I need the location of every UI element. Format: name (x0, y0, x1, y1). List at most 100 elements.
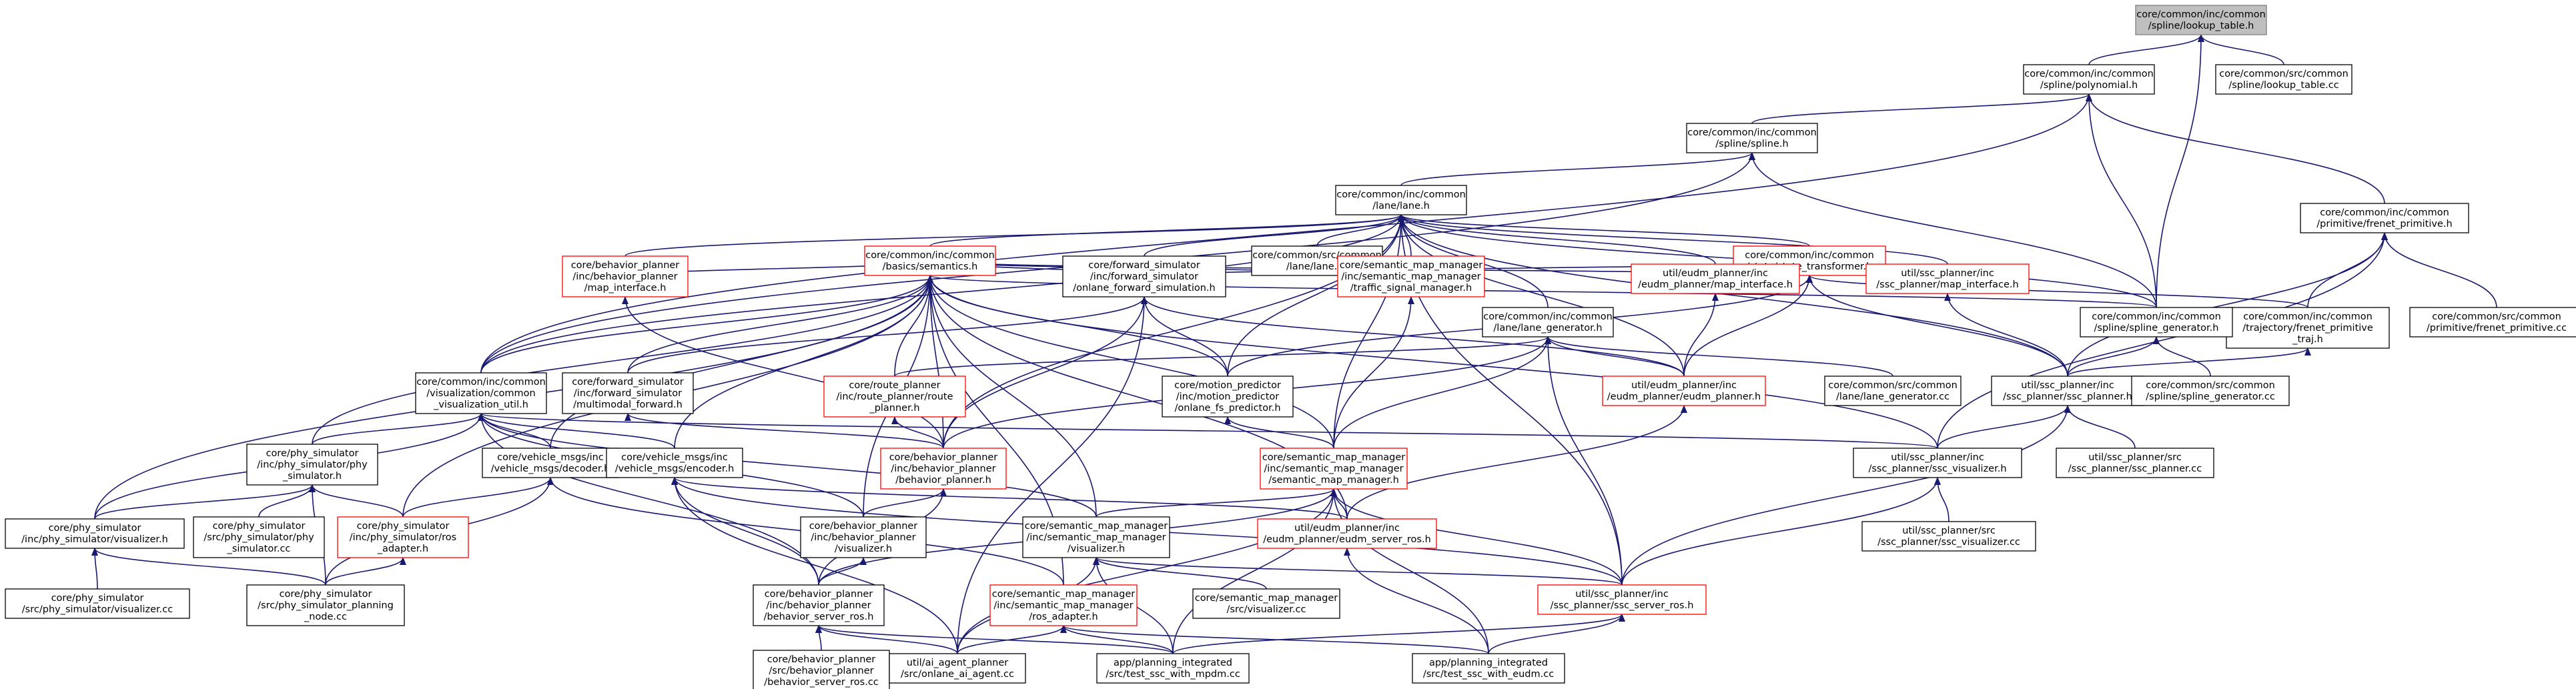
graph-edge (1398, 214, 1716, 265)
graph-node-vis-util-h[interactable]: core/common/inc/common/visualization/com… (415, 372, 547, 414)
graph-edge (94, 484, 316, 520)
node-label-line: core/semantic_map_manager (1025, 521, 1168, 532)
graph-node-smm-ros-adapter-h[interactable]: core/semantic_map_manager/inc/semantic_m… (989, 584, 1138, 626)
node-label-line: /spline/polynomial.h (2040, 80, 2138, 91)
graph-node-smm-vis-cc[interactable]: core/semantic_map_manager/src/visualizer… (1192, 588, 1340, 619)
edge-arrow (2153, 336, 2211, 377)
node-label-line: _traj.h (2292, 334, 2323, 345)
node-label-line: core/semantic_map_manager (1340, 260, 1483, 271)
graph-node-spline-h[interactable]: core/common/inc/common/spline/spline.h (1686, 123, 1818, 153)
node-label-line: /semantic_map_manager.h (1268, 475, 1399, 486)
graph-edge (1330, 488, 1623, 586)
node-label-line: /eudm_planner/eudm_server_ros.h (1263, 534, 1431, 545)
node-label-line: /src/test_ssc_with_mpdm.cc (1106, 669, 1240, 680)
edge-arrow (1683, 293, 1719, 377)
graph-node-smm-vis-h[interactable]: core/semantic_map_manager/inc/semantic_m… (1022, 516, 1170, 558)
graph-edge (1937, 405, 2071, 449)
graph-node-bp-map-iface-h[interactable]: core/behavior_planner/inc/behavior_plann… (562, 255, 689, 297)
graph-node-phy-ros-adapter-h[interactable]: core/phy_simulator/inc/phy_simulator/ros… (337, 516, 469, 558)
graph-node-lane-h[interactable]: core/common/inc/common/lane/lane.h (1335, 185, 1467, 215)
edge-arrow (480, 214, 1404, 374)
graph-edge (1398, 214, 1685, 377)
graph-node-traj-frenet-h[interactable]: core/common/inc/common/trajectory/frenet… (2226, 307, 2390, 349)
graph-node-route-planner-h[interactable]: core/route_planner/inc/route_planner/rou… (823, 376, 966, 418)
edge-arrow (1172, 488, 1337, 654)
graph-node-phy-planning-cc[interactable]: core/phy_simulator/src/phy_simulator_pla… (246, 584, 405, 626)
node-label-line: core/common/src/common (2432, 311, 2561, 322)
node-box (1260, 448, 1408, 490)
graph-node-frenet-prim-h[interactable]: core/common/inc/common/primitive/frenet_… (2300, 203, 2469, 233)
edge-arrow (1398, 214, 1810, 247)
graph-node-eudm-map-iface-h[interactable]: util/eudm_planner/inc/eudm_planner/map_i… (1631, 263, 1800, 294)
graph-node-ssc-map-iface-h[interactable]: util/ssc_planner/inc/ssc_planner/map_int… (1865, 263, 2030, 294)
graph-node-state-tf-h[interactable]: core/common/inc/common/state/state_trans… (1733, 245, 1886, 276)
graph-node-vm-encoder-h[interactable]: core/vehicle_msgs/inc/vehicle_msgs/encod… (606, 448, 743, 478)
node-label-line: /spline/spline_generator.cc (2146, 392, 2275, 402)
graph-node-fs-onlane-h[interactable]: core/forward_simulator/inc/forward_simul… (1062, 255, 1226, 297)
node-label-line: /inc/behavior_planner (811, 532, 915, 543)
graph-node-lookup-h[interactable]: core/common/inc/common/spline/lookup_tab… (2135, 5, 2267, 35)
node-label-line: core/phy_simulator (213, 521, 306, 532)
graph-node-vm-decoder-h[interactable]: core/vehicle_msgs/inc/vehicle_msgs/decod… (482, 448, 619, 478)
node-box (823, 376, 966, 418)
node-label-line: _adapter.h (377, 544, 428, 554)
node-label-line: core/common/inc/common (2243, 311, 2373, 322)
graph-edge (1683, 293, 1719, 377)
graph-node-test-mpdm-cc[interactable]: app/planning_integrated/src/test_ssc_wit… (1096, 653, 1250, 684)
graph-edge (1224, 416, 1334, 449)
graph-node-spline-gen-h[interactable]: core/common/inc/common/spline/spline_gen… (2080, 307, 2233, 337)
edge-arrow (957, 296, 1148, 654)
graph-node-ssc-planner-cc[interactable]: util/ssc_planner/src/ssc_planner/ssc_pla… (2056, 448, 2214, 478)
graph-node-frenet-prim-cc[interactable]: core/common/src/common/primitive/frenet_… (2409, 307, 2576, 337)
node-box (1865, 263, 2030, 294)
edge-arrow (94, 484, 316, 520)
graph-node-phy-vis-h[interactable]: core/phy_simulator/inc/phy_simulator/vis… (5, 518, 185, 549)
node-label-line: /behavior_server_ros.cc (764, 677, 879, 688)
graph-node-bp-server-cc[interactable]: core/behavior_planner/src/behavior_plann… (753, 650, 890, 689)
graph-node-phy-vis-cc[interactable]: core/phy_simulator/src/phy_simulator/vis… (5, 588, 190, 619)
graph-node-test-eudm-cc[interactable]: app/planning_integrated/src/test_ssc_wit… (1412, 653, 1565, 684)
edge-arrow (1944, 293, 2068, 377)
node-box (606, 448, 743, 478)
node-label-line: /ssc_planner/ssc_visualizer.h (1868, 464, 2006, 474)
graph-node-ssc-vis-h[interactable]: util/ssc_planner/inc/ssc_planner/ssc_vis… (1853, 448, 2022, 478)
graph-node-lane-gen-h[interactable]: core/common/inc/common/lane/lane_generat… (1482, 307, 1614, 337)
edge-arrow (1937, 405, 2071, 449)
graph-node-ssc-vis-cc[interactable]: util/ssc_planner/src/ssc_planner/ssc_vis… (1861, 521, 2036, 552)
graph-node-bp-server-h[interactable]: core/behavior_planner/inc/behavior_plann… (753, 584, 885, 626)
edge-arrow (2086, 93, 2157, 308)
node-label-line: /ssc_planner/map_interface.h (1876, 279, 2018, 290)
node-label-line: /traffic_signal_manager.h (1350, 283, 1472, 293)
graph-edge (1333, 296, 1414, 449)
graph-node-mp-onlane-fs-h[interactable]: core/motion_predictor/inc/motion_predict… (1162, 376, 1294, 418)
graph-edge (1937, 232, 2388, 449)
node-label-line: core/common/inc/common (2024, 69, 2154, 79)
graph-edge (1944, 293, 2068, 377)
node-label-line: /trajectory/frenet_primitive (2242, 323, 2373, 333)
graph-node-phy-sim-h[interactable]: core/phy_simulator/inc/phy_simulator/phy… (246, 444, 378, 486)
graph-node-smm-traffic-h[interactable]: core/semantic_map_manager/inc/semantic_m… (1337, 255, 1485, 297)
graph-node-bp-planner-h[interactable]: core/behavior_planner/inc/behavior_plann… (880, 448, 1007, 490)
graph-node-fs-multimodal-h[interactable]: core/forward_simulator/inc/forward_simul… (562, 372, 694, 414)
graph-node-bp-vis-h[interactable]: core/behavior_planner/inc/behavior_plann… (800, 516, 927, 558)
graph-node-ssc-planner-h[interactable]: util/ssc_planner/inc/ssc_planner/ssc_pla… (1991, 376, 2144, 406)
graph-node-spline-gen-cc[interactable]: core/common/src/common/spline/spline_gen… (2131, 376, 2290, 406)
graph-node-onlane-ai-agent-cc[interactable]: util/ai_agent_planner/src/onlane_ai_agen… (889, 653, 1026, 684)
graph-node-phy-sim-cc[interactable]: core/phy_simulator/src/phy_simulator/phy… (193, 516, 325, 558)
graph-node-semantics-h[interactable]: core/common/inc/common/basics/semantics.… (864, 245, 996, 276)
graph-edge (1346, 405, 1687, 520)
graph-node-polynomial-h[interactable]: core/common/inc/common/spline/polynomial… (2023, 64, 2155, 95)
node-box (1861, 521, 2036, 552)
edge-arrow (671, 477, 819, 586)
graph-edge (1172, 488, 1337, 654)
graph-node-lookup-cc[interactable]: core/common/src/common/spline/lookup_tab… (2215, 64, 2352, 95)
node-label-line: core/common/inc/common (1745, 250, 1874, 261)
graph-node-lane-gen-cc[interactable]: core/common/src/common/lane/lane_generat… (1824, 376, 1962, 406)
graph-node-ssc-server-h[interactable]: util/ssc_planner/inc/ssc_planner/ssc_ser… (1537, 584, 1707, 615)
graph-node-eudm-server-h[interactable]: util/eudm_planner/inc/eudm_planner/eudm_… (1257, 518, 1437, 549)
graph-node-smm-h[interactable]: core/semantic_map_manager/inc/semantic_m… (1260, 448, 1408, 490)
graph-edge (2067, 348, 2311, 377)
node-label-line: /inc/forward_simulator (1090, 271, 1198, 282)
graph-node-eudm-planner-h[interactable]: util/eudm_planner/inc/eudm_planner/eudm_… (1602, 376, 1766, 406)
edge-arrow (1937, 232, 2388, 449)
